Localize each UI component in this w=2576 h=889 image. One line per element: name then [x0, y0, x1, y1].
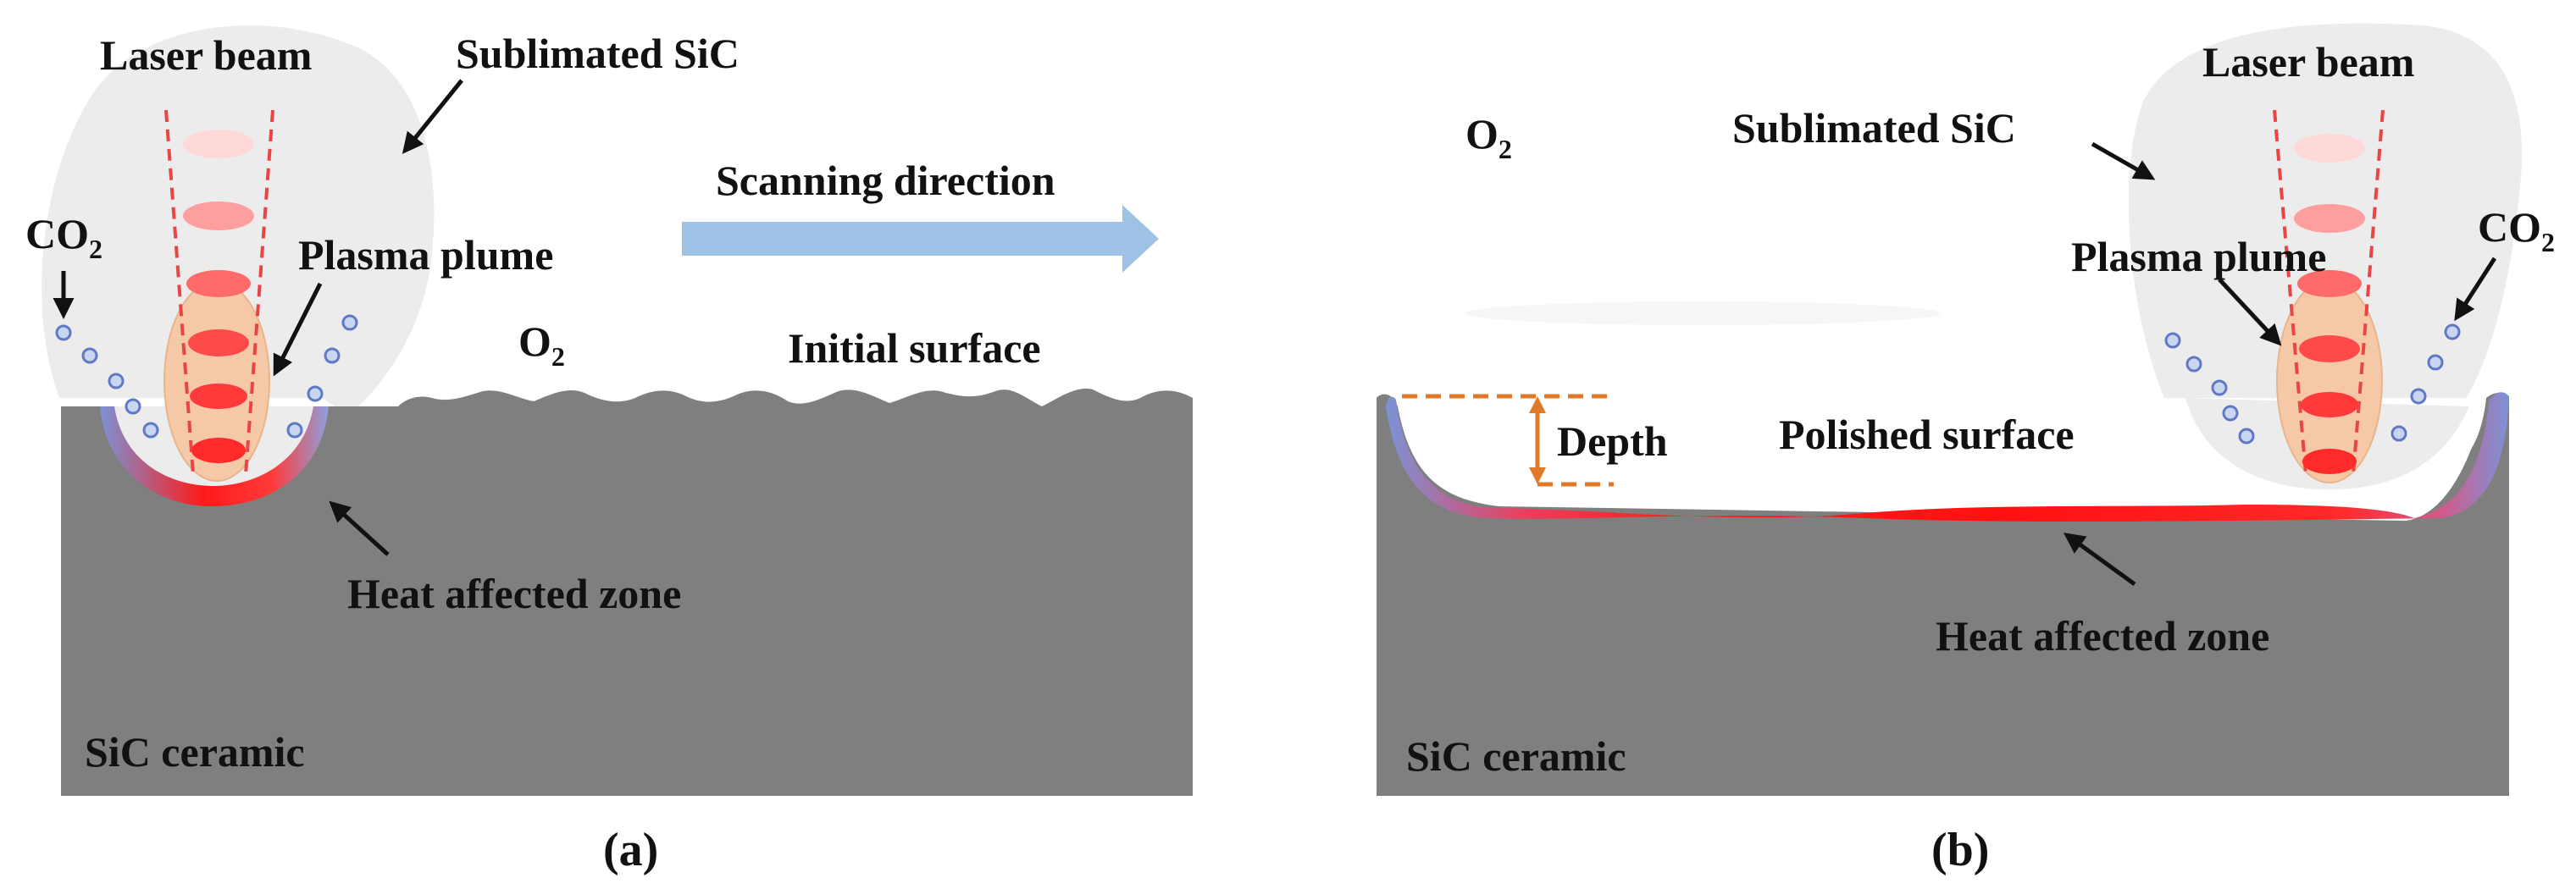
label-laser-beam: Laser beam: [100, 31, 312, 79]
label-heat-affected-zone: Heat affected zone: [347, 570, 681, 617]
arrow-plasma: [2218, 278, 2282, 346]
beam-ring: [2299, 335, 2360, 362]
label-co2: CO2: [25, 210, 102, 264]
label-plasma-plume: Plasma plume: [2071, 233, 2326, 280]
panel-a: Laser beam Sublimated SiC CO2 Plasma plu…: [25, 25, 1193, 876]
co2-bubbles-right: [2390, 323, 2461, 442]
caption-b: (b): [1931, 824, 1989, 876]
label-o2: O2: [1465, 110, 1512, 164]
sic-ceramic-block: [61, 389, 1193, 796]
label-co2: CO2: [2478, 203, 2555, 257]
beam-ring: [191, 438, 246, 463]
scanning-direction-arrow: [682, 205, 1159, 273]
arrow-co2: [2454, 257, 2497, 322]
laser-beam-right-edge: [244, 109, 274, 475]
beam-ring: [188, 329, 249, 356]
beam-ring: [190, 384, 247, 409]
co2-bubbles-right: [286, 314, 358, 439]
arrow-plasma: [273, 282, 323, 377]
haze: [1465, 301, 1940, 325]
arrow-heat-zone: [329, 500, 390, 556]
co2-bubbles-left: [55, 324, 159, 439]
arrow-sublimated: [402, 79, 463, 154]
beam-ring: [2297, 270, 2362, 297]
arrow-heat-zone: [2063, 533, 2136, 587]
heat-affected-zone-band: [1386, 392, 2509, 522]
label-sic-ceramic: SiC ceramic: [1406, 732, 1626, 780]
arrow-sublimated: [2091, 141, 2156, 180]
beam-ring: [183, 130, 254, 158]
beam-ring: [2301, 392, 2358, 417]
label-sublimated-sic: Sublimated SiC: [1732, 104, 2016, 152]
label-initial-surface: Initial surface: [788, 324, 1041, 372]
label-sublimated-sic: Sublimated SiC: [456, 30, 740, 77]
caption-a: (a): [603, 824, 658, 876]
sic-ceramic-block: [1377, 393, 2509, 796]
laser-beam-left-edge: [2273, 109, 2307, 475]
co2-bubbles-left: [2164, 332, 2255, 444]
beam-ring: [2294, 204, 2365, 233]
beam-ring: [2302, 449, 2357, 474]
label-depth: Depth: [1557, 417, 1668, 465]
label-scanning-direction: Scanning direction: [716, 157, 1055, 204]
label-laser-beam: Laser beam: [2202, 38, 2414, 86]
label-polished-surface: Polished surface: [1779, 411, 2075, 458]
label-plasma-plume: Plasma plume: [298, 231, 553, 279]
panel-b: O2 Sublimated SiC Laser beam Plasma plum…: [1377, 23, 2555, 876]
label-o2: O2: [518, 318, 565, 372]
beam-ring: [186, 270, 251, 297]
beam-ring: [183, 202, 254, 230]
label-sic-ceramic: SiC ceramic: [85, 728, 305, 776]
beam-ring: [2294, 134, 2365, 163]
laser-beam-left-edge: [164, 109, 195, 475]
laser-beam-right-edge: [2352, 109, 2385, 475]
label-heat-affected-zone: Heat affected zone: [1936, 612, 2269, 660]
